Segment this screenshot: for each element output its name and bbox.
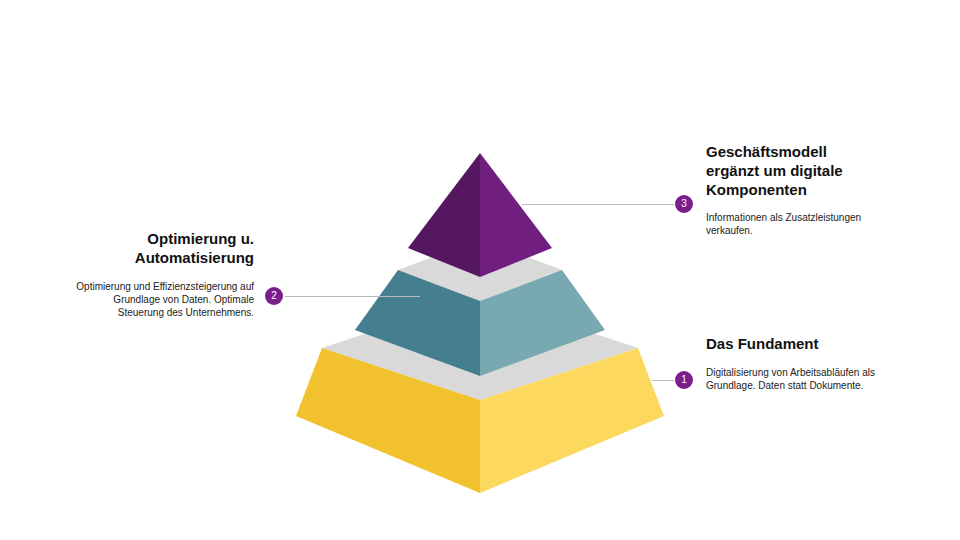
pyramid-layer-face — [480, 270, 605, 376]
pyramid-layer-face — [408, 153, 480, 277]
callout-circle-shape — [265, 287, 283, 305]
callout-number: 1 — [675, 371, 693, 389]
callout-description: Digitalisierung von Arbeitsabläufen als … — [706, 366, 886, 392]
pyramid-layer-face — [480, 153, 552, 277]
callout-node: 2Optimierung u. AutomatisierungOptimieru… — [265, 287, 283, 305]
callout-circle-shape — [675, 371, 693, 389]
callout-number: 2 — [265, 287, 283, 305]
callout-description: Informationen als Zusatzleistungen verka… — [706, 211, 886, 237]
callout-node: 3Geschäftsmodell ergänzt um digitale Kom… — [675, 195, 693, 213]
callout-heading: Das Fundament — [706, 335, 871, 354]
callout-heading: Geschäftsmodell ergänzt um digitale Komp… — [706, 143, 871, 199]
pyramid-layer-face — [480, 348, 664, 493]
callout-description: Optimierung und Effizienzsteigerung auf … — [69, 280, 254, 319]
pyramid-layer-face — [355, 270, 480, 376]
callout-circle-shape — [675, 195, 693, 213]
leader-line — [522, 204, 674, 205]
callout-number: 3 — [675, 195, 693, 213]
pyramid-layer-face — [296, 348, 480, 493]
callout-node: 1Das FundamentDigitalisierung von Arbeit… — [675, 371, 693, 389]
callout-heading: Optimierung u. Automatisierung — [104, 230, 254, 268]
leader-line — [652, 380, 674, 381]
leader-line — [285, 296, 420, 297]
